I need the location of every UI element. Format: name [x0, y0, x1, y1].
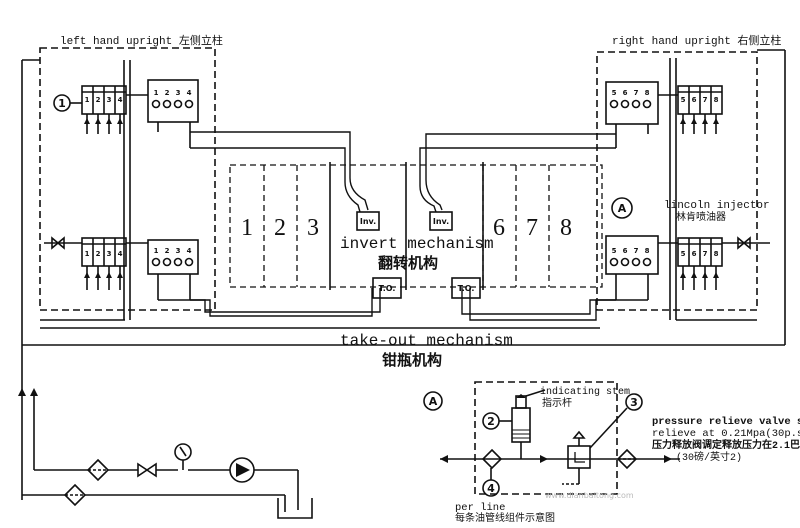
left-lower-injector [81, 237, 148, 290]
port-label: 1 [85, 250, 90, 258]
callout-A-label: A [618, 202, 627, 215]
to-box-right [451, 277, 481, 299]
left-upright-label: left hand upright 左侧立柱 [60, 33, 223, 48]
section-label: 3 [307, 215, 319, 241]
detail-a-arrows [440, 394, 672, 463]
indicating-stem-label: indicating stem [540, 386, 630, 398]
valve-left [51, 236, 65, 250]
port-label: 8 [714, 250, 719, 258]
indicating-stem-cn-label: 指示杆 [542, 396, 572, 410]
to-label: T.O. [379, 284, 396, 293]
port-label: 7 [634, 247, 639, 255]
callout-4-label: 4 [487, 482, 495, 495]
to-label: T.O. [458, 284, 475, 293]
lincoln-injector-label: lincoln injector [664, 200, 770, 212]
left-lower-distributor [147, 239, 199, 300]
port-label: 4 [187, 89, 192, 97]
port-label: 7 [634, 89, 639, 97]
left-upper-arrows [84, 118, 123, 124]
port-label: 4 [118, 96, 123, 104]
machine-sections-solid [329, 162, 484, 290]
port-label: 1 [154, 89, 159, 97]
inv-box-right [429, 211, 453, 231]
right-lower-arrows [680, 272, 719, 278]
port-label: 5 [612, 247, 617, 255]
port-label: 2 [96, 250, 101, 258]
right-upper-injector [658, 85, 723, 134]
left-upper-distributor [147, 79, 199, 148]
prv-label-1: pressure relieve valve set to [652, 416, 800, 428]
section-label: 1 [241, 215, 253, 241]
prv-label-4: (30磅/英寸2) [676, 450, 742, 464]
inv-label: Inv. [433, 217, 449, 226]
port-label: 2 [165, 89, 170, 97]
port-label: 5 [681, 250, 686, 258]
port-label: 3 [107, 250, 112, 258]
callout-1-circle [53, 94, 71, 112]
left-lower-arrows [84, 272, 123, 278]
port-label: 4 [187, 247, 192, 255]
per-line-label: per line [455, 502, 505, 514]
section-label: 6 [493, 215, 505, 241]
port-label: 6 [623, 247, 628, 255]
right-upper-arrows [680, 118, 719, 124]
port-label: 2 [165, 247, 170, 255]
valve-right [737, 236, 751, 250]
port-label: 5 [612, 89, 617, 97]
watermark: www.dianbaitong.com [545, 491, 634, 500]
detail-a [423, 381, 680, 497]
port-label: 6 [692, 250, 697, 258]
inv-feed-lines [158, 131, 648, 321]
invert-mechanism-label: invert mechanism [340, 235, 494, 253]
right-lower-injector [658, 237, 723, 290]
section-label: 2 [274, 215, 286, 241]
port-label: 3 [176, 89, 181, 97]
port-label: 6 [623, 89, 628, 97]
inv-box-left [356, 211, 380, 231]
left-upright-frame [39, 47, 216, 311]
pump-arrows [18, 388, 250, 477]
prv-label-2: relieve at 0.21Mpa(30p.s.i.) [652, 428, 800, 440]
right-upright-frame [596, 51, 758, 311]
supply-lines [21, 49, 786, 365]
right-upright-label: right hand upright 右侧立柱 [612, 33, 781, 48]
port-label: 4 [118, 250, 123, 258]
callout-A-label: A [429, 395, 438, 408]
pump-circuit [21, 365, 313, 519]
port-label: 8 [645, 89, 650, 97]
port-label: 8 [714, 96, 719, 104]
port-label: 1 [85, 96, 90, 104]
prv-label-3: 压力释放阀调定释放压力在2.1巴 [652, 438, 800, 452]
to-box-left [372, 277, 402, 299]
port-label: 3 [107, 96, 112, 104]
inv-label: Inv. [360, 217, 376, 226]
port-label: 3 [176, 247, 181, 255]
callout-A-circle-top [611, 197, 633, 219]
section-label: 8 [560, 215, 572, 241]
section-label: 7 [526, 215, 538, 241]
takeout-mechanism-cn-label: 钳瓶机构 [382, 351, 442, 369]
callout-2-label: 2 [487, 415, 495, 428]
port-label: 2 [96, 96, 101, 104]
callout-1-label: 1 [58, 97, 66, 110]
per-line-cn-label: 每条油管线组件示意图 [455, 511, 555, 525]
port-label: 7 [703, 250, 708, 258]
left-upper-injector [70, 85, 148, 134]
port-label: 7 [703, 96, 708, 104]
port-label: 6 [692, 96, 697, 104]
port-label: 1 [154, 247, 159, 255]
invert-mechanism-cn-label: 翻转机构 [378, 254, 438, 272]
right-lower-distributor [605, 235, 659, 300]
right-upper-distributor [605, 81, 659, 148]
port-label: 5 [681, 96, 686, 104]
callout-3-label: 3 [630, 396, 638, 409]
takeout-mechanism-label: take-out mechanism [340, 332, 513, 350]
port-label: 8 [645, 247, 650, 255]
lincoln-injector-cn-label: 林肯喷油器 [676, 210, 726, 224]
